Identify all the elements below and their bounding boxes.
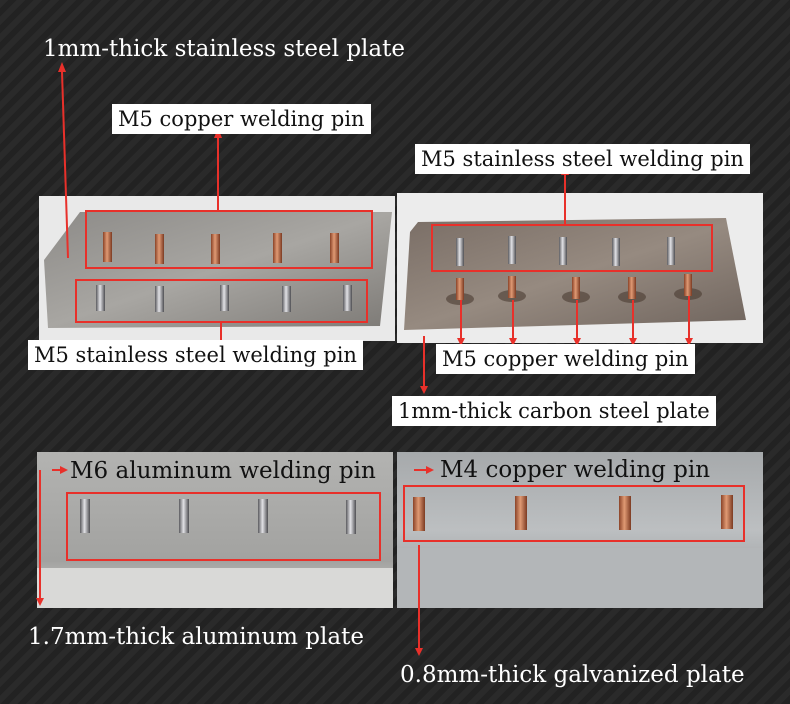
copper-pin-box-bottom-right <box>403 485 745 542</box>
label-stainless-pin-top-right: M5 stainless steel welding pin <box>415 144 750 174</box>
label-copper-pin-bottom-right: M4 copper welding pin <box>440 457 711 483</box>
stainless-pin-box-top-right <box>431 224 713 272</box>
label-copper-pin-top-left: M5 copper welding pin <box>112 104 371 134</box>
copper-pin-box-top-left <box>85 210 373 269</box>
label-stainless-plate: 1mm-thick stainless steel plate <box>43 36 405 62</box>
label-copper-pin-top-right: M5 copper welding pin <box>436 344 695 374</box>
label-stainless-pin-top-left: M5 stainless steel welding pin <box>28 340 363 370</box>
label-carbon-plate: 1mm-thick carbon steel plate <box>392 396 716 426</box>
aluminum-pin-box <box>66 492 381 561</box>
stainless-pin-box-top-left <box>75 279 368 323</box>
label-aluminum-pin: M6 aluminum welding pin <box>70 458 376 484</box>
label-aluminum-plate: 1.7mm-thick aluminum plate <box>28 624 364 650</box>
label-galvanized-plate: 0.8mm-thick galvanized plate <box>400 662 745 688</box>
